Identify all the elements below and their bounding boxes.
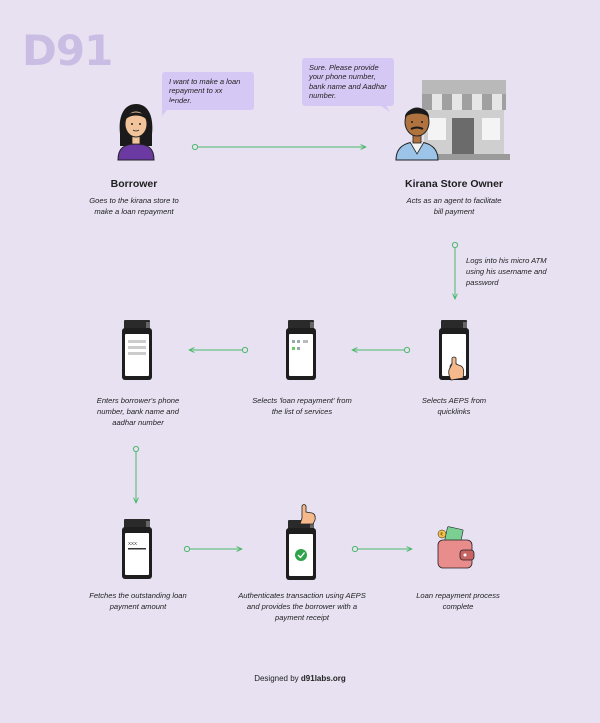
arrow-fetch-to-authenticate [183, 545, 242, 553]
fetch-amount-code: XXX [128, 541, 137, 546]
arrow-owner-to-login [451, 241, 459, 299]
borrower-bubble-tail [162, 102, 174, 116]
arrow-aeps-to-services [352, 346, 411, 354]
micro-atm-fetch-amount: XXX [122, 519, 152, 579]
arrow-services-to-details [189, 346, 249, 354]
store-owner-bubble-tail [378, 92, 390, 112]
enter-details-step-description: Enters borrower's phone number, bank nam… [96, 396, 180, 427]
rupee-icon: ₹ [440, 532, 443, 538]
kirana-store-icon [418, 80, 510, 160]
aeps-step-description: Selects AEPS from quicklinks [421, 396, 487, 416]
borrower-avatar [117, 104, 155, 161]
store-owner-speech-bubble: Sure. Please provide your phone number, … [302, 58, 394, 106]
wallet-icon: ₹ [437, 526, 475, 569]
arrow-authenticate-to-complete [351, 545, 412, 553]
footer-prefix: Designed by [254, 674, 299, 683]
loan-repayment-step-description: Selects 'loan repayment' from the list o… [252, 396, 352, 416]
store-owner-avatar [395, 107, 439, 161]
arrow-details-to-fetch [132, 445, 140, 503]
micro-atm-details-form [122, 320, 152, 380]
footer-link[interactable]: d91labs.org [300, 674, 346, 683]
micro-atm-services-list [286, 320, 316, 380]
arrow-borrower-to-owner [191, 143, 366, 151]
store-owner-description: Acts as an agent to facilitate bill paym… [406, 196, 502, 216]
fetch-amount-step-description: Fetches the outstanding loan payment amo… [89, 591, 187, 611]
store-owner-title: Kirana Store Owner [404, 178, 504, 190]
micro-atm-aeps [439, 320, 469, 381]
borrower-speech-bubble: I want to make a loan repayment to xx le… [162, 72, 254, 111]
borrower-description: Goes to the kirana store to make a loan … [89, 196, 179, 216]
authenticate-step-description: Authenticates transaction using AEPS and… [238, 591, 366, 622]
micro-atm-authenticate [286, 504, 316, 580]
complete-step-description: Loan repayment process complete [416, 591, 500, 611]
login-step-description: Logs into his micro ATM using his userna… [466, 256, 547, 287]
footer-credit: Designed by d91labs.org [0, 674, 600, 683]
d91-logo: D91 [22, 26, 113, 75]
borrower-title: Borrower [110, 178, 158, 190]
